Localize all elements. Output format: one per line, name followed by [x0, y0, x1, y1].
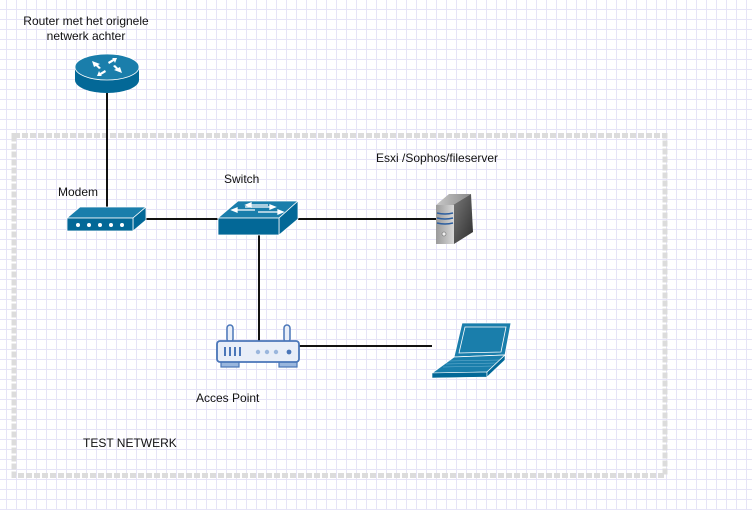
- switch-icon[interactable]: [216, 200, 300, 236]
- router-label-line1: Router met het orignele: [23, 14, 149, 28]
- router-label-line2: netwerk achter: [46, 29, 126, 43]
- server-icon[interactable]: [436, 194, 473, 244]
- test-network-group[interactable]: [11, 133, 668, 478]
- router-label: Router met het orignele netwerk achter: [6, 14, 166, 44]
- modem-icon[interactable]: [65, 206, 148, 232]
- laptop-icon[interactable]: [430, 322, 512, 379]
- group-label: TEST NETWERK: [83, 436, 177, 450]
- router-icon[interactable]: [74, 53, 140, 93]
- switch-label: Switch: [224, 172, 260, 186]
- server-label: Esxi /Sophos/fileserver: [376, 151, 499, 165]
- access-point-icon[interactable]: [216, 324, 300, 368]
- modem-label: Modem: [58, 185, 99, 199]
- access-point-label: Acces Point: [196, 391, 260, 405]
